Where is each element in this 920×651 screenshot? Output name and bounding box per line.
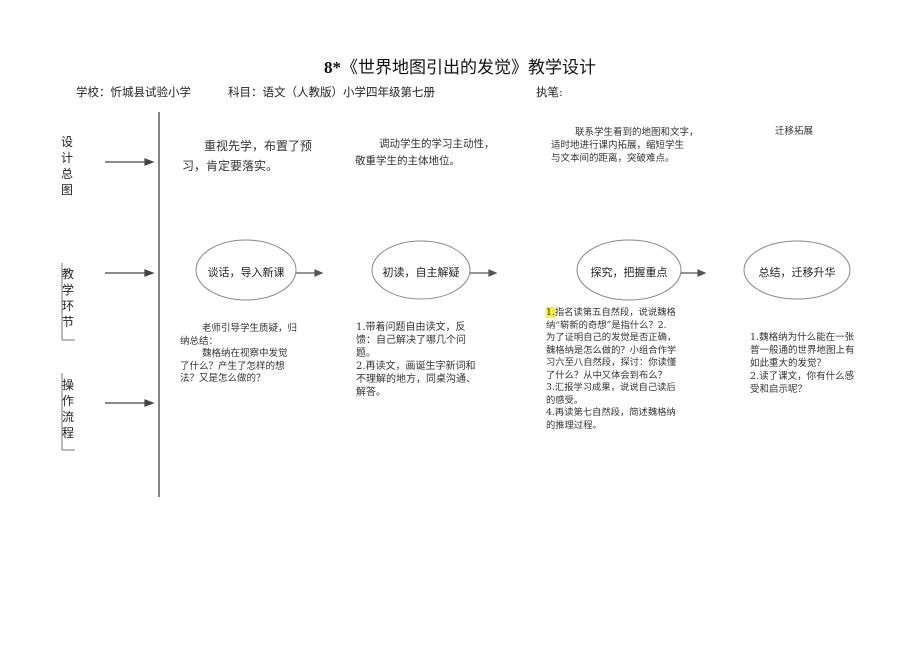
flow-text-4: 1.魏格纳为什么能在一张普一般通的世界地图上有如此重大的发觉？2.读了课文，你有… <box>750 332 855 395</box>
row-label-flow: 操作流程 <box>61 378 74 440</box>
stage-oval-3 <box>576 239 682 301</box>
page-title: 8*《世界地图引出的发觉》教学设计 <box>0 53 920 78</box>
stage-label-4: 总结，迁移升华 <box>758 266 836 279</box>
lesson-number: 8* <box>324 58 341 77</box>
school-info: 学校：忻城县试验小学 <box>76 85 191 99</box>
row-label-steps: 教学环节 <box>61 267 74 329</box>
subject-info: 科目：语文（人教版）小学四年级第七册 <box>228 85 435 99</box>
flow-text-1: 老师引导学生质疑，归 纳总结： 魏格纳在视察中发觉 了什么？产生了怎样的想 法？… <box>180 323 298 384</box>
stage-oval-4 <box>743 240 851 300</box>
author-info: 执笔: <box>536 85 563 99</box>
stage-label-1: 谈话，导入新课 <box>207 266 285 279</box>
stage-oval-1 <box>195 239 297 301</box>
stage-oval-2 <box>371 240 471 300</box>
design-text-4: 迁移拓展 <box>775 126 814 137</box>
design-text-1: 重视先学，布置了预习，肯定要落实。 <box>182 139 313 173</box>
flow-text-3: 1.指名读第五自然段，说说魏格 纳“崭新的奇想”是指什么？2.为了证明自己的发觉… <box>546 307 677 431</box>
stage-label-2: 初读，自主解疑 <box>382 266 460 279</box>
design-text-3: 联系学生看到的地图和文字，适时地进行课内拓展，缩短学生与文本间的距离，突破难点。 <box>551 127 699 164</box>
flow-text-2: 1.带着问题自由读文，反馈：自己解决了哪几个问题。2.再读文，画诞生字新词和不理… <box>356 322 476 398</box>
row-label-design: 设计总图 <box>60 135 73 197</box>
highlight-number: 1. <box>546 307 555 318</box>
design-text-2: 调动学生的学习主动性，敬重学生的主体地位。 <box>355 138 495 167</box>
stage-label-3: 探究，把握重点 <box>590 266 668 279</box>
title-text: 《世界地图引出的发觉》教学设计 <box>341 58 596 78</box>
